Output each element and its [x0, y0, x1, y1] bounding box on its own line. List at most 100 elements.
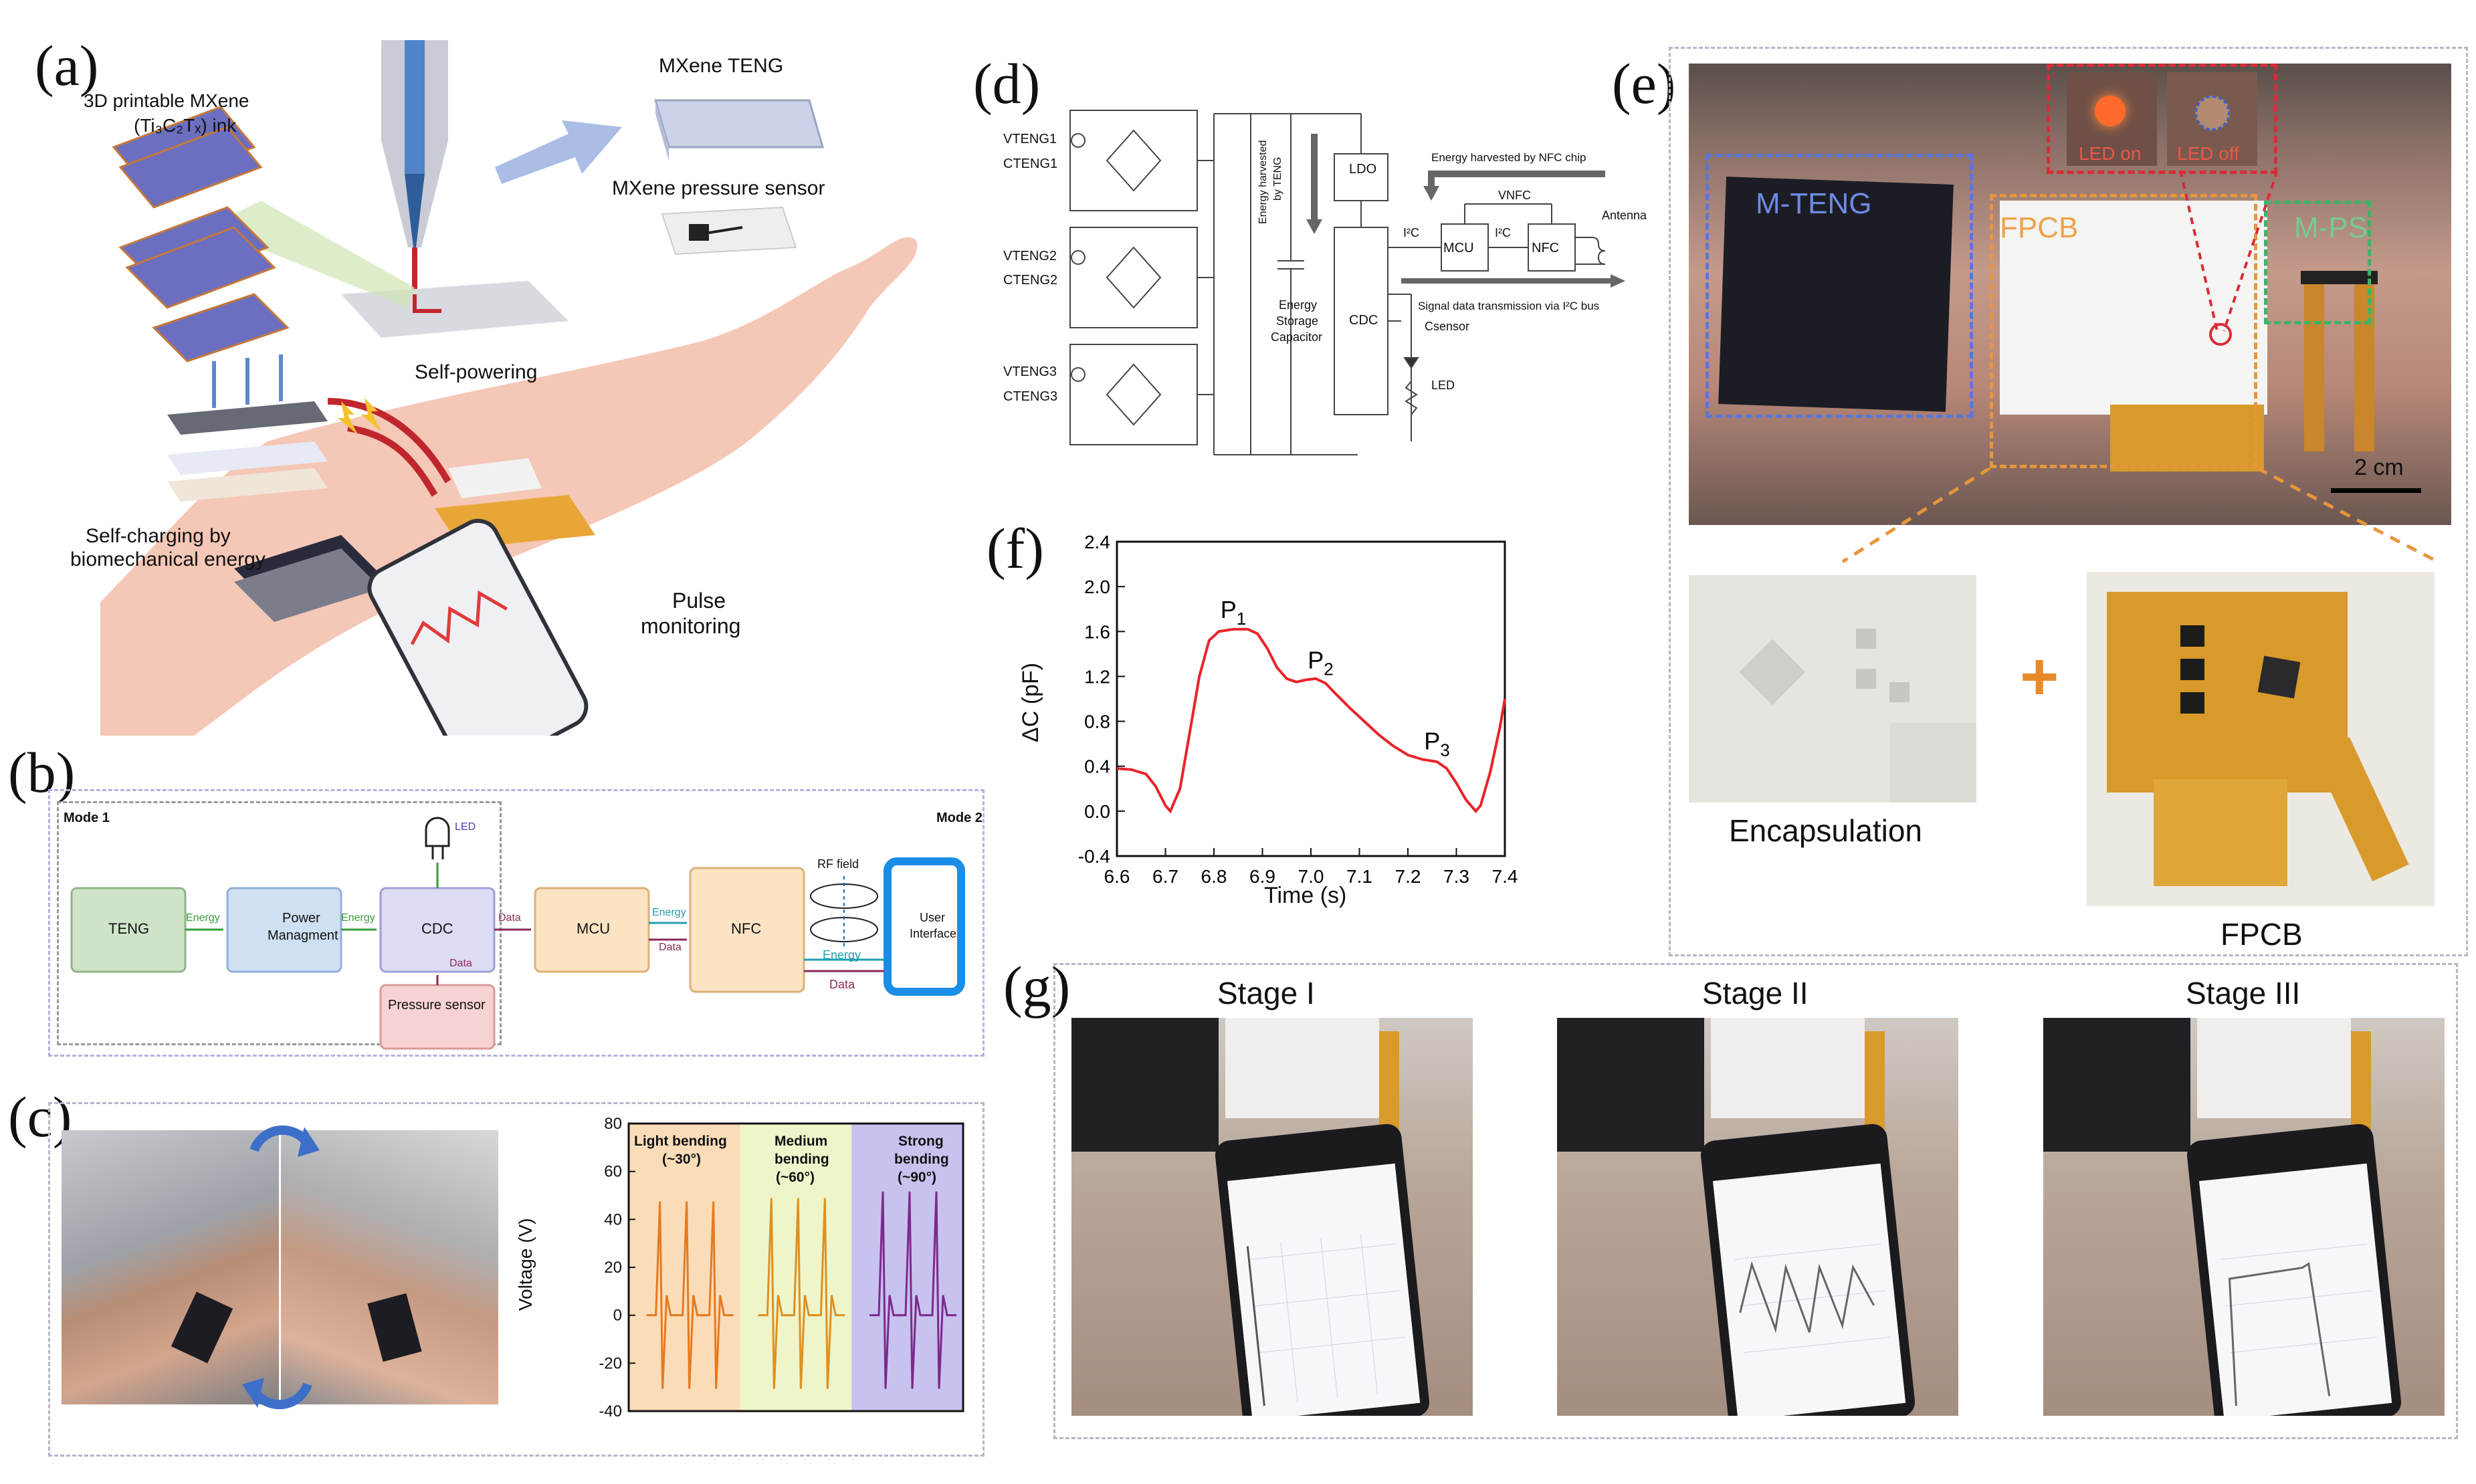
f-ytick: 0.8	[1084, 712, 1110, 732]
c-spike	[673, 1201, 707, 1389]
data-label-4: Data	[829, 978, 855, 991]
c-ytick: 60	[604, 1163, 622, 1181]
panel-c-frame	[48, 1102, 985, 1457]
block-pressure-sensor: Pressure sensor	[388, 998, 486, 1013]
region-light-1: Light bending	[634, 1134, 727, 1149]
f-ytick: 1.2	[1084, 666, 1110, 687]
panel-f-label: (f)	[987, 516, 1044, 580]
f-xlabel: Time (s)	[1264, 883, 1347, 908]
self-charging-label-1: Self-charging by	[86, 525, 231, 547]
esc-label-3: Capacitor	[1271, 330, 1323, 344]
energy-label-4: Energy	[823, 948, 861, 962]
block-teng: TENG	[108, 920, 150, 937]
encapsulation-photo	[1689, 575, 1976, 803]
m-teng-box	[1706, 154, 1973, 418]
teng-label: MXene TENG	[659, 55, 784, 77]
f-ylabel: ΔC (pF)	[1018, 662, 1043, 742]
harvest-teng-2: by TENG	[1272, 156, 1283, 201]
csensor-label: Csensor	[1425, 320, 1470, 333]
fpcb-photo	[2087, 572, 2435, 906]
region-medium-1: Medium	[775, 1134, 828, 1149]
pulse-label-2: monitoring	[641, 614, 741, 638]
m-ps-device	[2304, 278, 2324, 451]
mcu-label-d: MCU	[1443, 241, 1474, 255]
bend-arrows	[242, 1125, 320, 1410]
f-xtick: 7.2	[1395, 866, 1421, 887]
f-peak-label-1: P1	[1221, 596, 1246, 629]
m-ps-label: M-PS	[2294, 211, 2368, 244]
region-medium-3: (~60°)	[776, 1170, 815, 1185]
fpcb-box	[1990, 194, 2257, 468]
c-spike	[811, 1198, 845, 1389]
c-spike	[923, 1191, 956, 1389]
cteng2: CTENG2	[1003, 273, 1058, 288]
led-box	[2047, 64, 2277, 174]
stage-2-label: Stage II	[1702, 976, 1809, 1011]
i2c-label-1: I²C	[1403, 226, 1419, 239]
panel-d-label: (d)	[973, 51, 1041, 116]
block-cdc: CDC	[421, 920, 453, 937]
led-on-photo	[2067, 72, 2157, 166]
led-on-label: LED on	[2079, 143, 2142, 164]
c-ytick: 0	[613, 1307, 622, 1325]
self-powering-label: Self-powering	[415, 361, 538, 383]
rf-field-label: RF field	[817, 857, 859, 871]
f-xtick: 7.4	[1492, 866, 1518, 887]
cteng1: CTENG1	[1003, 156, 1058, 171]
panel-g-frame	[1053, 963, 2458, 1439]
led-callout-lines	[2179, 171, 2277, 346]
c-spike	[896, 1191, 930, 1389]
c-ytick: 20	[604, 1259, 622, 1277]
panel-g-label: (g)	[1003, 954, 1071, 1019]
c-spike	[758, 1198, 792, 1389]
harvest-teng-1: Energy harvested	[1257, 140, 1269, 224]
c-ytick: 40	[604, 1210, 622, 1229]
f-ytick: -0.4	[1078, 846, 1110, 867]
mode1-label: Mode 1	[64, 811, 110, 825]
f-xtick: 6.6	[1104, 866, 1130, 887]
vteng1: VTENG1	[1003, 132, 1057, 146]
fpcb-flex-tail	[2110, 405, 2264, 471]
c-ytick: 80	[604, 1115, 622, 1133]
panel-e-frame	[1669, 47, 2468, 956]
f-ytick: 0.4	[1084, 756, 1110, 777]
panel-c-label: (c)	[8, 1085, 72, 1149]
scale-label: 2 cm	[2354, 455, 2404, 480]
panel-b-frame	[48, 789, 985, 1057]
region-medium-2: bending	[775, 1152, 829, 1167]
panel-c-photo-straight	[62, 1130, 279, 1404]
f-ytick: 2.4	[1084, 532, 1110, 552]
region-strong-3: (~90°)	[898, 1170, 937, 1185]
f-xtick: 7.3	[1443, 866, 1469, 887]
panel-c-ylabel: Voltage (V)	[515, 1218, 536, 1311]
block-ui-2: Interface	[910, 927, 957, 940]
pulse-label-1: Pulse	[672, 589, 726, 613]
f-series-line	[1116, 627, 1506, 814]
data-label-1: Data	[498, 912, 521, 924]
stage-1-photo	[1071, 1018, 1473, 1416]
panel-b-label: (b)	[8, 740, 76, 805]
f-ytick: 1.6	[1084, 621, 1110, 642]
harvest-nfc-label: Energy harvested by NFC chip	[1431, 151, 1586, 164]
stage-2-photo	[1557, 1018, 1958, 1416]
ink-label-2: (Ti₃C₂Tₓ) ink	[134, 115, 237, 136]
vteng2: VTENG2	[1003, 249, 1057, 263]
block-mcu: MCU	[577, 920, 611, 937]
f-xtick: 6.7	[1152, 866, 1178, 887]
antenna-label: Antenna	[1602, 209, 1647, 222]
c-spike	[646, 1201, 680, 1389]
stage-3-photo	[2043, 1018, 2445, 1416]
data-label-3: Data	[659, 942, 682, 953]
vnfc-label: VNFC	[1498, 189, 1531, 202]
esc-label-1: Energy	[1279, 298, 1318, 312]
esc-label-2: Storage	[1276, 314, 1319, 328]
fpcb-white-board	[2000, 201, 2267, 415]
m-teng-label: M-TENG	[1756, 187, 1872, 220]
energy-label-2: Energy	[341, 912, 375, 924]
led-label-b: LED	[455, 821, 476, 833]
energy-label-3: Energy	[652, 907, 686, 918]
self-charging-label-2: biomechanical energy	[70, 548, 266, 570]
stage-1-label: Stage I	[1217, 976, 1315, 1011]
region-strong-1: Strong	[898, 1134, 944, 1149]
